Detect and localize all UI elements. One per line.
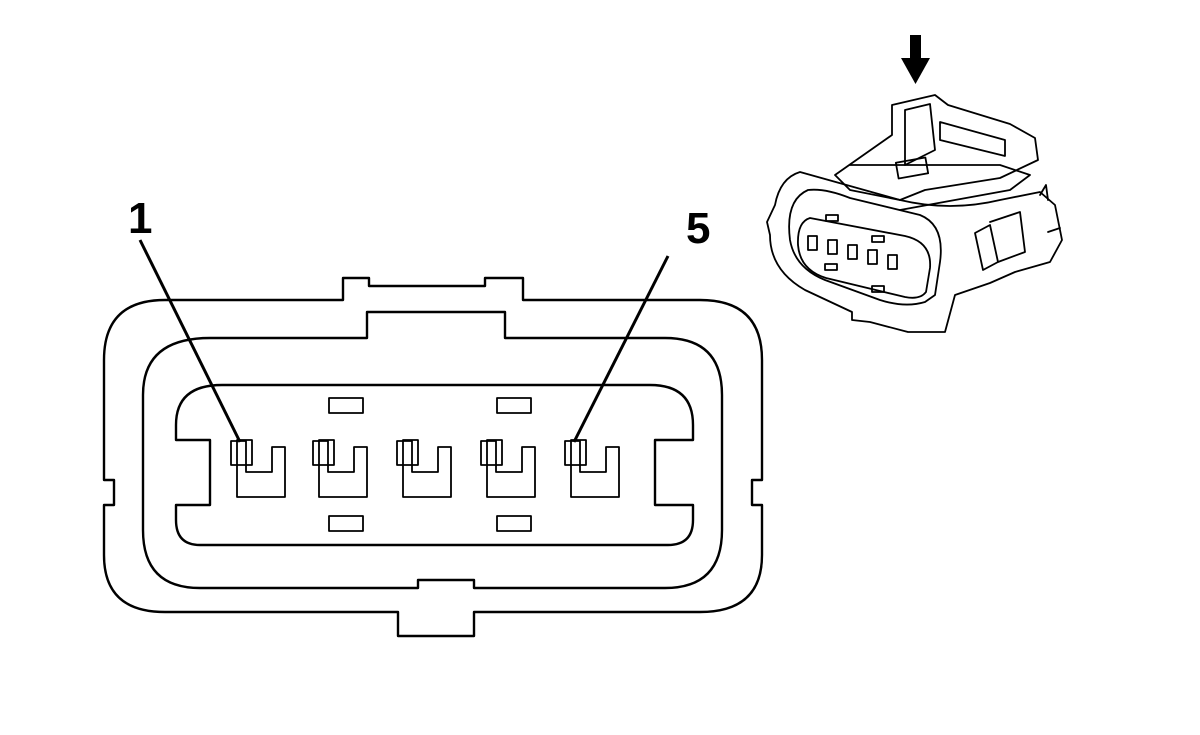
locator-slots bbox=[328, 397, 532, 532]
connector-housing-inner bbox=[141, 310, 724, 590]
connector-housing-outer bbox=[102, 276, 764, 638]
terminal-pin-3 bbox=[396, 439, 452, 498]
leader-line-pin-1 bbox=[138, 239, 242, 443]
terminal-pin-5 bbox=[564, 439, 620, 498]
down-arrow-icon bbox=[901, 35, 930, 84]
terminal-pin-4 bbox=[480, 439, 536, 498]
terminal-cavity-frame bbox=[174, 383, 695, 547]
terminal-pin-2 bbox=[312, 439, 368, 498]
connector-perspective-view bbox=[766, 35, 1063, 333]
perspective-terminals bbox=[807, 214, 898, 293]
pin-5-callout-label: 5 bbox=[686, 204, 711, 253]
pin-1-callout-label: 1 bbox=[128, 194, 153, 243]
leader-line-pin-5 bbox=[572, 255, 670, 443]
terminal-pin-1 bbox=[230, 439, 286, 498]
